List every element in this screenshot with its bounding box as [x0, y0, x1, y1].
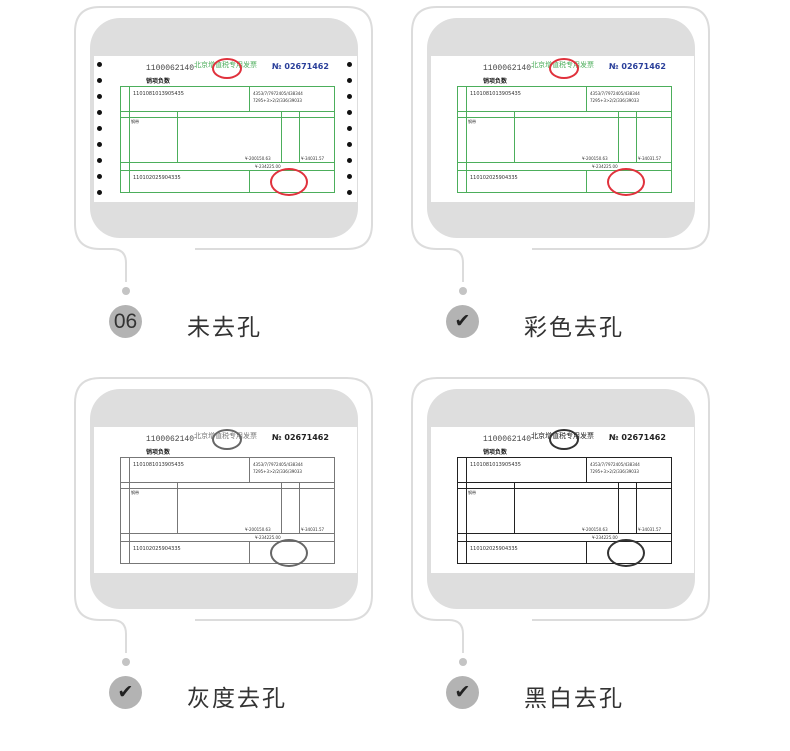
punch-hole — [347, 78, 352, 83]
card-label: 彩色去孔 — [524, 315, 624, 341]
invoice-grid: 1101081013905435 4353/7/7972405/438344 7… — [457, 457, 672, 564]
punch-hole — [347, 158, 352, 163]
check-icon: ✔ — [109, 676, 142, 709]
check-icon: ✔ — [446, 676, 479, 709]
amount-total: ¥-200150.63 — [582, 527, 608, 532]
tax-total: ¥-34031.57 — [301, 527, 325, 532]
tax-total: ¥-34031.57 — [638, 156, 662, 161]
invoice-number: № 02671462 — [272, 62, 329, 71]
invoice-subtitle: 销项负数 — [146, 78, 171, 85]
top-stamp — [212, 58, 242, 79]
connector-dot — [459, 287, 467, 295]
top-stamp — [549, 429, 579, 450]
card-label: 灰度去孔 — [187, 686, 287, 712]
amount-total: ¥-200150.63 — [245, 156, 271, 161]
seller-stamp — [607, 539, 645, 567]
punch-hole — [97, 62, 102, 67]
punch-hole — [347, 94, 352, 99]
top-stamp — [549, 58, 579, 79]
top-stamp — [212, 429, 242, 450]
connector-dot — [459, 658, 467, 666]
card-color-hole-removal: 1100062140 北京增值税专用发票 № 02671462 销项负数 110… — [397, 0, 737, 370]
grand-total: ¥-234225.00 — [255, 535, 281, 540]
punch-hole — [347, 174, 352, 179]
card-frame — [411, 6, 710, 295]
card-label: 未去孔 — [187, 315, 262, 341]
punch-hole — [347, 142, 352, 147]
connector-dot — [122, 287, 130, 295]
card-frame — [74, 6, 373, 295]
invoice-image: 1100062140 北京增值税专用发票 № 02671462 销项负数 110… — [431, 56, 694, 202]
invoice-number: № 02671462 — [609, 62, 666, 71]
punch-hole — [97, 110, 102, 115]
invoice-grid: 1101081013905435 4353/7/7972405/438344 7… — [457, 86, 672, 193]
seller-stamp — [270, 539, 308, 567]
punch-hole — [97, 78, 102, 83]
card-frame — [74, 377, 373, 666]
invoice-image: 1100062140 北京增值税专用发票 № 02671462 销项负数 110… — [431, 427, 694, 573]
card-grayscale-hole-removal: 1100062140 北京增值税专用发票 № 02671462 销项负数 110… — [60, 371, 400, 741]
punch-hole — [347, 126, 352, 131]
tax-total: ¥-34031.57 — [638, 527, 662, 532]
invoice-code: 1100062140 — [483, 64, 532, 73]
invoice-subtitle: 销项负数 — [483, 449, 508, 456]
amount-total: ¥-200150.63 — [582, 156, 608, 161]
invoice-number: № 02671462 — [609, 433, 666, 442]
grand-total: ¥-234225.00 — [255, 164, 281, 169]
punch-hole — [347, 190, 352, 195]
punch-hole — [347, 110, 352, 115]
card-label: 黑白去孔 — [524, 686, 624, 712]
invoice-subtitle: 销项负数 — [146, 449, 171, 456]
check-icon: ✔ — [446, 305, 479, 338]
invoice-subtitle: 销项负数 — [483, 78, 508, 85]
invoice-image: 1100062140 北京增值税专用发票 № 02671462 销项负数 110… — [94, 56, 357, 202]
invoice-grid: 1101081013905435 4353/7/7972405/438344 7… — [120, 457, 335, 564]
seller-stamp — [607, 168, 645, 196]
seller-stamp — [270, 168, 308, 196]
tax-total: ¥-34031.57 — [301, 156, 325, 161]
punch-hole — [97, 190, 102, 195]
invoice-code: 1100062140 — [146, 64, 195, 73]
punch-hole — [97, 158, 102, 163]
card-bw-hole-removal: 1100062140 北京增值税专用发票 № 02671462 销项负数 110… — [397, 371, 737, 741]
grand-total: ¥-234225.00 — [592, 164, 618, 169]
amount-total: ¥-200150.63 — [245, 527, 271, 532]
punch-hole — [97, 142, 102, 147]
invoice-image: 1100062140 北京增值税专用发票 № 02671462 销项负数 110… — [94, 427, 357, 573]
card-frame — [411, 377, 710, 666]
punch-hole — [97, 94, 102, 99]
invoice-grid: 1101081013905435 4353/7/7972405/438344 7… — [120, 86, 335, 193]
card-no-hole-removal: 1100062140 北京增值税专用发票 № 02671462 销项负数 110… — [60, 0, 400, 370]
punch-hole — [347, 62, 352, 67]
invoice-code: 1100062140 — [146, 435, 195, 444]
invoice-number: № 02671462 — [272, 433, 329, 442]
step-number-badge: 06 — [109, 305, 142, 338]
invoice-code: 1100062140 — [483, 435, 532, 444]
punch-hole — [97, 174, 102, 179]
grand-total: ¥-234225.00 — [592, 535, 618, 540]
punch-hole — [97, 126, 102, 131]
connector-dot — [122, 658, 130, 666]
